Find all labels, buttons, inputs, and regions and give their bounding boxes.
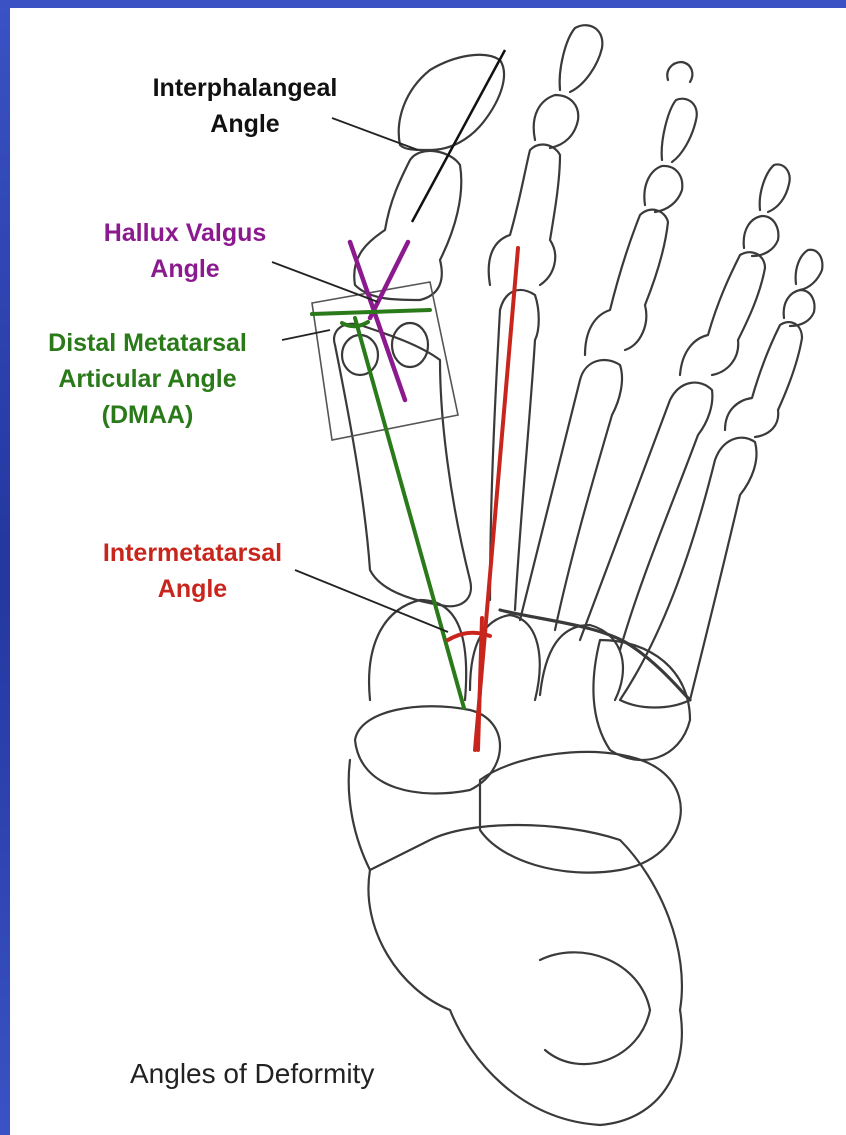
cuboid-bone bbox=[593, 640, 690, 760]
dmaa-metatarsal-axis bbox=[355, 318, 464, 708]
talus-bone bbox=[480, 752, 681, 873]
fifth-middle-phalanx bbox=[784, 290, 815, 326]
second-proximal-phalanx bbox=[489, 145, 560, 285]
interphalangeal-axis-line bbox=[412, 50, 505, 222]
interphalangeal-angle-label: Interphalangeal Angle bbox=[110, 70, 380, 142]
fourth-distal-phalanx bbox=[760, 164, 790, 212]
dmaa-label-line-1: Distal Metatarsal bbox=[0, 325, 295, 361]
intermetatarsal-label-line-2: Angle bbox=[50, 571, 335, 607]
intermetatarsal-label-line-1: Intermetatarsal bbox=[50, 535, 335, 571]
hallux-valgus-label-line-1: Hallux Valgus bbox=[60, 215, 310, 251]
third-proximal-phalanx bbox=[585, 210, 668, 355]
third-distal-phalanx bbox=[662, 99, 697, 162]
intermetatarsal-angle-label: Intermetatarsal Angle bbox=[50, 535, 335, 607]
second-distal-phalanx bbox=[560, 25, 603, 92]
second-middle-phalanx bbox=[534, 95, 579, 148]
dmaa-measurement-box bbox=[312, 282, 458, 440]
second-metatarsal bbox=[490, 290, 539, 610]
hallux-distal-phalanx bbox=[399, 55, 504, 150]
calcaneus-detail bbox=[540, 952, 650, 1064]
dmaa-label-line-3: (DMAA) bbox=[0, 397, 295, 433]
third-tip bbox=[667, 62, 692, 82]
dmaa-articular-line bbox=[312, 310, 430, 314]
third-middle-phalanx bbox=[644, 166, 682, 212]
sesamoid-lateral bbox=[392, 323, 428, 367]
hallux-valgus-angle-label: Hallux Valgus Angle bbox=[60, 215, 310, 287]
dmaa-label: Distal Metatarsal Articular Angle (DMAA) bbox=[0, 325, 295, 433]
interphalangeal-label-line-1: Interphalangeal bbox=[110, 70, 380, 106]
hallux-valgus-line-b bbox=[370, 242, 408, 318]
medial-cuneiform bbox=[369, 600, 466, 700]
fourth-proximal-phalanx bbox=[680, 252, 765, 375]
dmaa-label-line-2: Articular Angle bbox=[0, 361, 295, 397]
interphalangeal-label-line-2: Angle bbox=[110, 106, 380, 142]
figure-caption: Angles of Deformity bbox=[130, 1058, 490, 1090]
fifth-distal-phalanx bbox=[796, 250, 823, 290]
third-metatarsal bbox=[520, 360, 622, 630]
fourth-middle-phalanx bbox=[744, 216, 779, 256]
fourth-metatarsal bbox=[580, 383, 712, 650]
medial-arch-outline bbox=[349, 760, 370, 870]
hallux-valgus-label-line-2: Angle bbox=[60, 251, 310, 287]
fifth-proximal-phalanx bbox=[725, 322, 802, 437]
hallux-proximal-phalanx bbox=[354, 151, 461, 300]
